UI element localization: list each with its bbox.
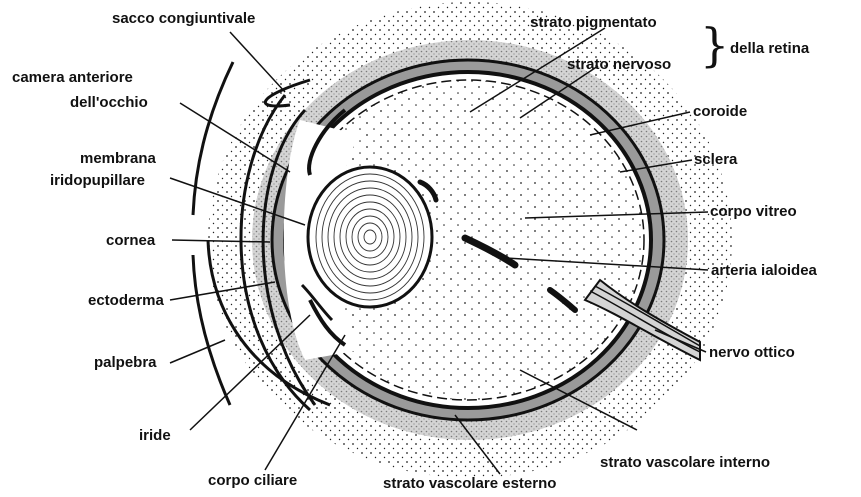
label-sacco-congiuntivale: sacco congiuntivale bbox=[112, 10, 255, 27]
label-membrana-1: membrana bbox=[80, 150, 156, 167]
label-camera-anteriore-1: camera anteriore bbox=[12, 69, 133, 86]
label-strato-nervoso: strato nervoso bbox=[567, 56, 671, 73]
label-camera-anteriore-2: dell'occhio bbox=[70, 94, 148, 111]
label-sclera: sclera bbox=[694, 151, 737, 168]
label-ectoderma: ectoderma bbox=[88, 292, 164, 309]
label-della-retina: della retina bbox=[730, 40, 809, 57]
label-coroide: coroide bbox=[693, 103, 747, 120]
label-iride: iride bbox=[139, 427, 171, 444]
label-cornea: cornea bbox=[106, 232, 155, 249]
label-strato-pigmentato: strato pigmentato bbox=[530, 14, 657, 31]
label-corpo-vitreo: corpo vitreo bbox=[710, 203, 797, 220]
label-strato-vascolare-interno: strato vascolare interno bbox=[600, 454, 770, 471]
label-nervo-ottico: nervo ottico bbox=[709, 344, 795, 361]
label-palpebra: palpebra bbox=[94, 354, 157, 371]
label-corpo-ciliare: corpo ciliare bbox=[208, 472, 297, 489]
label-strato-vascolare-esterno: strato vascolare esterno bbox=[383, 475, 556, 492]
retina-brace: } bbox=[700, 17, 729, 73]
label-membrana-2: iridopupillare bbox=[50, 172, 145, 189]
label-arteria-ialoidea: arteria ialoidea bbox=[711, 262, 817, 279]
